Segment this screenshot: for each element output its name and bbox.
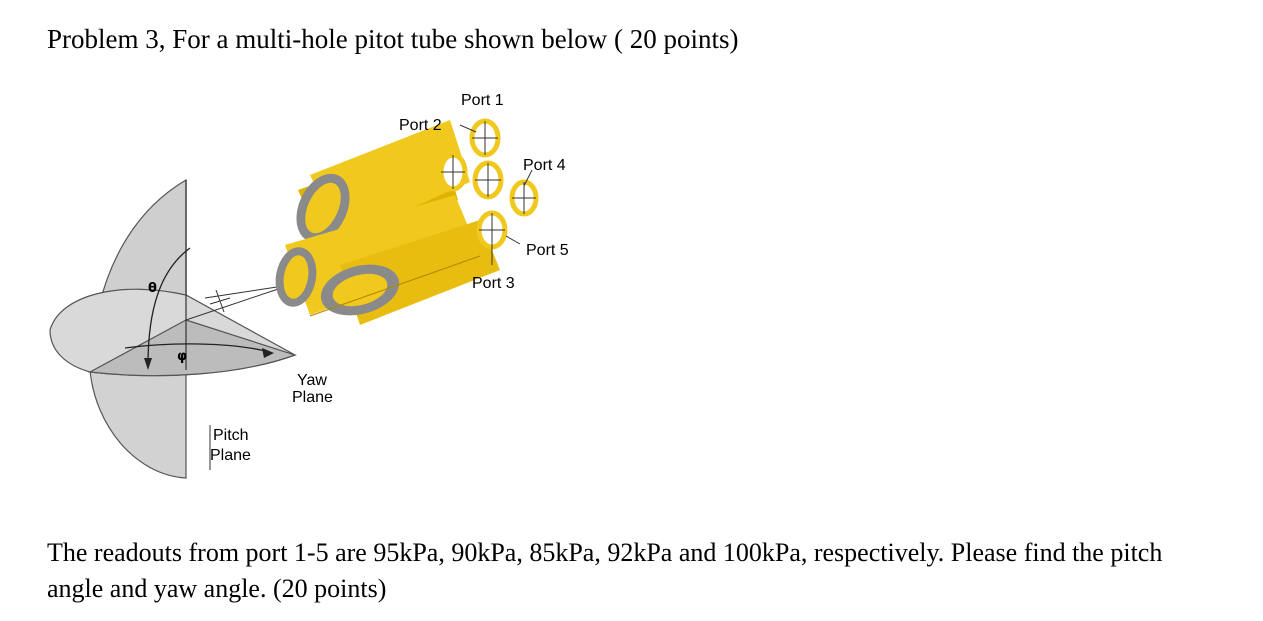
yaw-plane-label-line2: Plane bbox=[292, 389, 333, 406]
port-5-label: Port 5 bbox=[526, 242, 569, 259]
pitch-plane-label-line1: Pitch bbox=[213, 427, 249, 444]
port-3-ring bbox=[476, 210, 508, 250]
pitch-plane-label-line2: Plane bbox=[210, 447, 251, 464]
port-3-label: Port 3 bbox=[472, 275, 515, 292]
port-1-label: Port 1 bbox=[461, 92, 504, 109]
pitot-tube-diagram: Port 1 Port 2 Port 4 Port 5 Port 3 θ φ Y… bbox=[49, 92, 569, 479]
port-rings bbox=[438, 118, 539, 250]
pitot-tube-figure: Port 1 Port 2 Port 4 Port 5 Port 3 θ φ Y… bbox=[40, 80, 600, 500]
port-4-ring bbox=[509, 179, 539, 217]
phi-label: φ bbox=[177, 349, 187, 364]
theta-arc bbox=[147, 247, 191, 366]
theta-label: θ bbox=[148, 281, 157, 296]
port-2-label: Port 2 bbox=[399, 117, 442, 134]
problem-title: Problem 3, For a multi-hole pitot tube s… bbox=[47, 24, 739, 54]
question-text: The readouts from port 1-5 are 95kPa, 90… bbox=[47, 538, 1163, 603]
port-2-ring bbox=[438, 152, 468, 192]
yaw-plane-front bbox=[88, 319, 297, 377]
yaw-plane-label-line1: Yaw bbox=[297, 372, 327, 389]
tube-bundle bbox=[275, 120, 500, 325]
port-4-label: Port 4 bbox=[523, 157, 566, 174]
phi-arc bbox=[124, 343, 271, 353]
port-center-ring bbox=[472, 160, 504, 200]
port-1-ring bbox=[469, 118, 501, 158]
